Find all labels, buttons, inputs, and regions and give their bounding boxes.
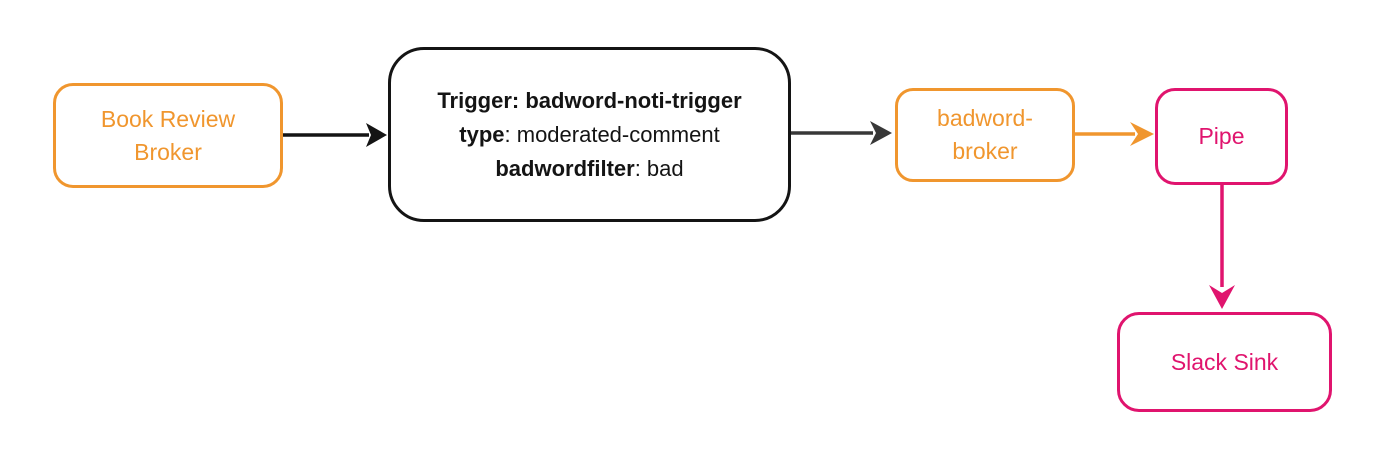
- node-label: Pipe: [1198, 123, 1245, 149]
- trigger-attr-badwordfilter: badwordfilter: bad: [495, 152, 683, 186]
- arrow-right-icon: [283, 123, 387, 147]
- edge-pipe-to-slack-sink: [1204, 185, 1240, 311]
- arrow-right-icon: [791, 121, 892, 145]
- node-slack-sink: Slack Sink: [1117, 312, 1332, 412]
- edge-book-review-broker-to-trigger: [283, 117, 389, 153]
- node-book-review-broker: Book Review Broker: [53, 83, 283, 188]
- node-badword-broker: badword- broker: [895, 88, 1075, 182]
- node-pipe: Pipe: [1155, 88, 1288, 185]
- node-label-line: Broker: [134, 138, 202, 165]
- edge-trigger-to-badword-broker: [791, 115, 895, 151]
- arrow-right-icon: [1075, 122, 1154, 146]
- node-label-line: Book Review: [100, 105, 236, 132]
- arrowhead: [870, 121, 892, 145]
- edge-badword-broker-to-pipe: [1075, 116, 1155, 152]
- node-label-line: broker: [952, 138, 1018, 164]
- node-label: Slack Sink: [1170, 348, 1279, 375]
- trigger-attr-key: badwordfilter: [495, 155, 635, 181]
- node-label-line: badword-: [937, 105, 1033, 131]
- node-trigger: Trigger: badword-noti-trigger type: mode…: [388, 47, 791, 222]
- trigger-attr-value: : moderated-comment: [504, 121, 720, 147]
- trigger-title: Trigger: badword-noti-trigger: [437, 87, 742, 113]
- arrow-down-icon: [1209, 185, 1235, 309]
- trigger-attr-value: : bad: [634, 155, 684, 181]
- arrowhead: [1130, 122, 1154, 146]
- trigger-attr-type: type: moderated-comment: [459, 118, 719, 152]
- arrowhead: [1209, 285, 1235, 309]
- arrowhead: [366, 123, 387, 147]
- trigger-attr-key: type: [459, 121, 505, 147]
